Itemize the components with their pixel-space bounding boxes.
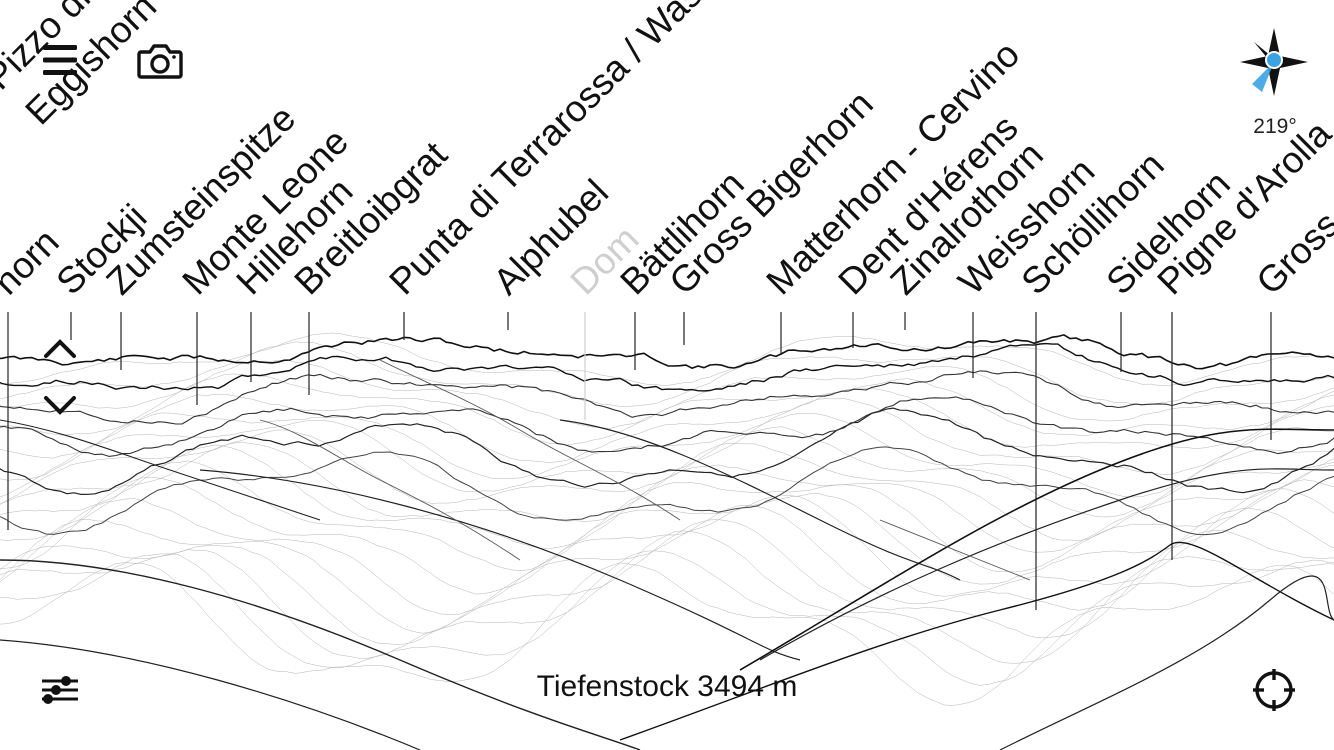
slope-line (559, 419, 961, 581)
compass-icon[interactable] (1238, 26, 1310, 98)
slope-line (0, 559, 641, 750)
camera-icon[interactable] (134, 40, 186, 82)
slope-line (0, 419, 321, 521)
ridge-line (0, 334, 1334, 370)
chevron-down-icon[interactable] (38, 386, 82, 422)
slope-line (199, 469, 801, 661)
ridge-line (0, 460, 1334, 573)
ridge-line (0, 550, 1334, 686)
compass-heading: 219° (1253, 115, 1297, 138)
slope-line (259, 419, 521, 561)
ridge-line (0, 488, 1334, 615)
ridge-line (0, 359, 1334, 429)
ridge-line (0, 426, 1334, 518)
ridge-line (0, 373, 1334, 446)
ridge-line (0, 519, 1334, 645)
hamburger-menu-icon[interactable] (38, 40, 82, 80)
slope-line (999, 575, 1334, 750)
ridge-line (0, 413, 1334, 498)
chevron-up-icon[interactable] (38, 330, 82, 366)
ridge-line (0, 504, 1334, 634)
slope-line (739, 428, 1334, 671)
slope-line (0, 639, 421, 750)
ridge-line (0, 477, 1334, 595)
crosshair-icon[interactable] (1248, 664, 1300, 716)
ridge-line (0, 562, 1334, 706)
ridge-line (0, 342, 1334, 392)
ridge-line (0, 446, 1334, 536)
ridge-line (0, 332, 1334, 387)
slope-line (759, 468, 1334, 661)
slope-line (379, 359, 681, 521)
ridge-line (0, 396, 1334, 457)
slope-line (619, 541, 1334, 741)
sliders-icon[interactable] (36, 668, 84, 712)
ridge-line (0, 530, 1334, 664)
ridge-line (0, 341, 1334, 407)
ridge-line (0, 407, 1334, 495)
ridge-line (0, 442, 1334, 541)
ridge-line (0, 444, 1334, 553)
slope-line (879, 519, 1031, 581)
location-label: Tiefenstock 3494 m (536, 670, 798, 703)
ridge-line (0, 370, 1334, 425)
ridge-line (0, 388, 1334, 463)
